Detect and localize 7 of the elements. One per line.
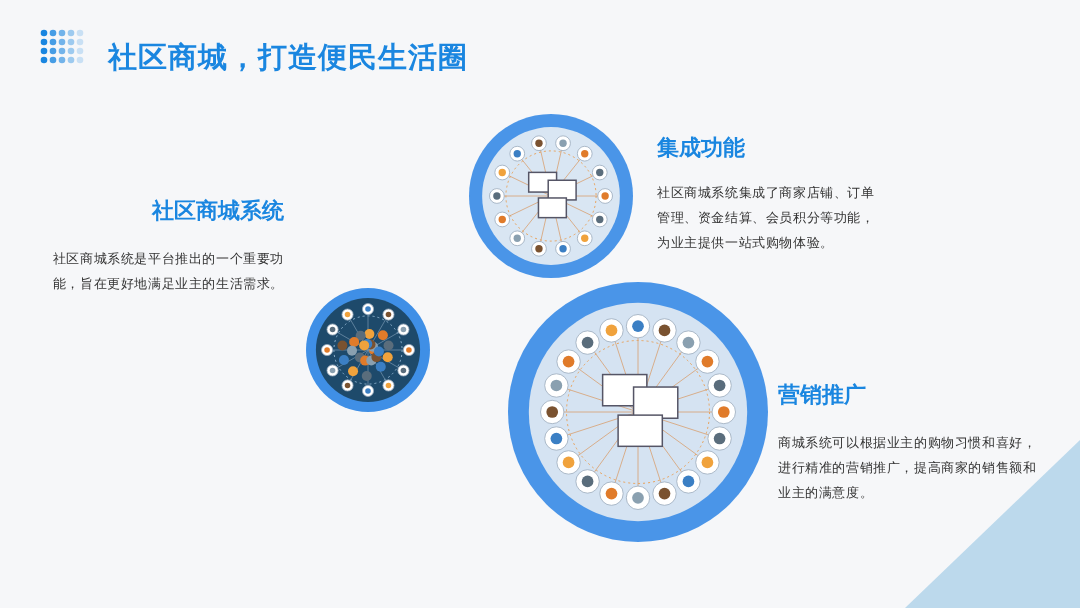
section-heading: 集成功能 (657, 134, 746, 162)
slide-title: 社区商城，打造便民生活圈 (108, 39, 468, 76)
description-text: 社区商城系统集成了商家店铺、订单管理、资金结算、会员积分等功能，为业主提供一站式购物体验。 (657, 184, 876, 252)
description-text: 商城系统可以根据业主的购物习惯和喜好，进行精准的营销推广，提高商家的销售额和业主的满意度。 (778, 434, 1038, 502)
description-text: 社区商城系统是平台推出的一个重要功能，旨在更好地满足业主的生活需求。 (51, 250, 284, 293)
section-heading: 社区商城系统 (150, 197, 284, 225)
section-heading: 营销推广 (778, 381, 867, 409)
